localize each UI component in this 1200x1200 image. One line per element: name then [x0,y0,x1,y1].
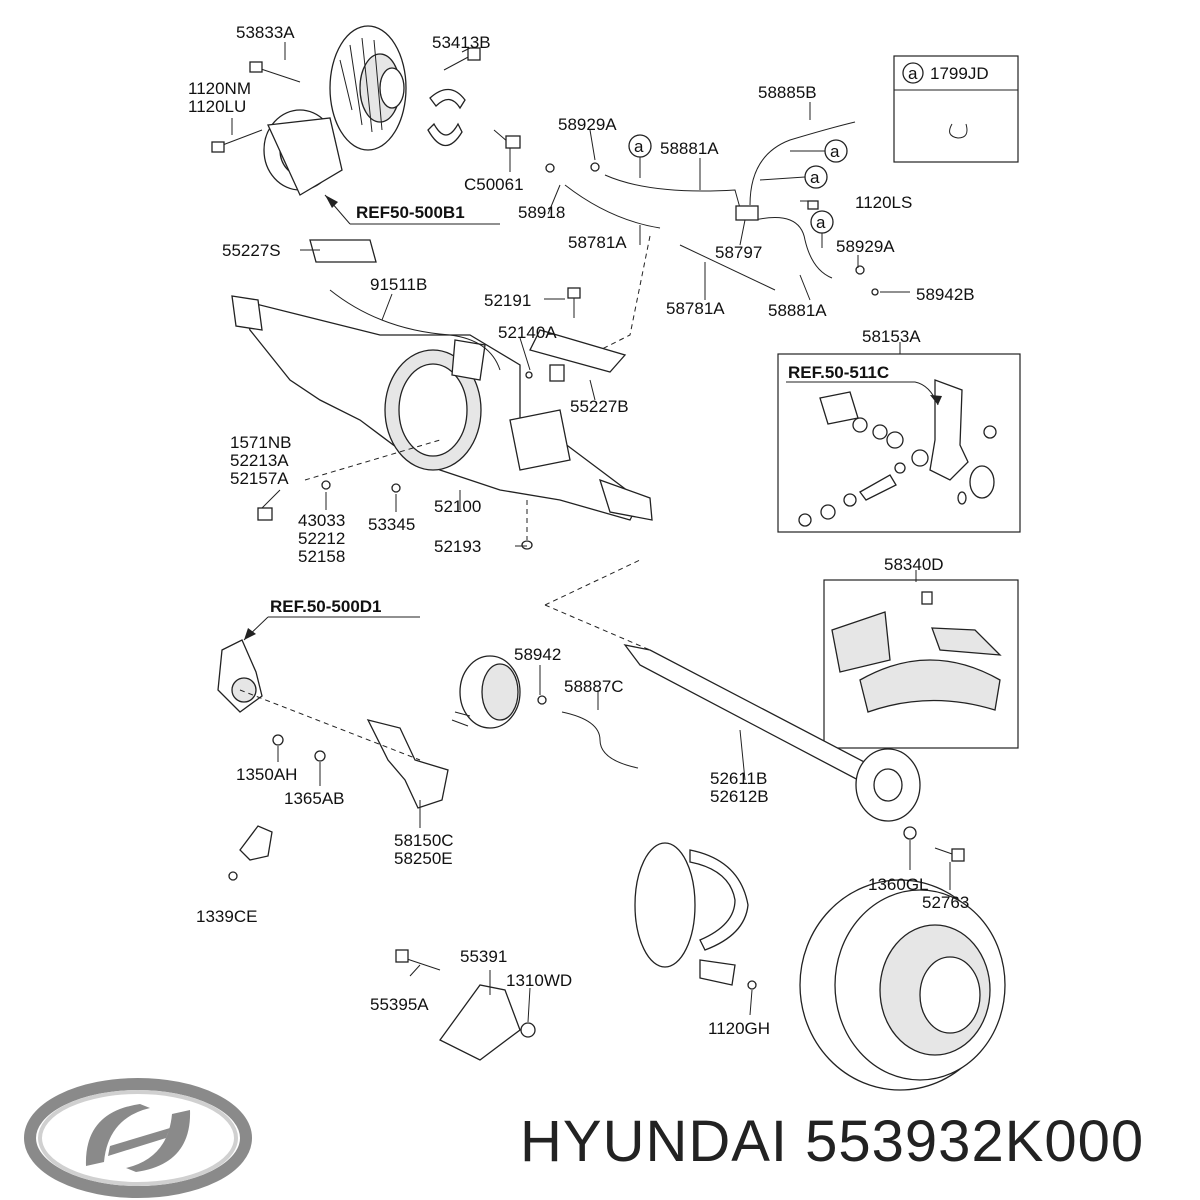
svg-text:a: a [816,213,826,232]
assembly-line-2 [304,439,441,481]
label-55395a: 55395A [370,995,429,1014]
label-58250e: 58250E [394,849,453,868]
ref-c511-arrow [786,381,942,406]
label-58885b: 58885B [758,83,817,102]
label-91511b: 91511B [370,275,427,294]
assembly-line-4 [239,689,421,761]
ref-50-500d1: REF.50-500D1 [270,597,382,616]
bolt-1120nm [211,129,263,153]
svg-text:a: a [810,168,820,187]
legend-code: 1799JD [930,64,989,83]
label-52212: 52212 [298,529,345,548]
label-58929a-top: 58929A [558,115,617,134]
bolt-53413b [443,47,481,71]
ref-50-511c: REF.50-511C [788,363,889,382]
clamp-drawing [427,88,466,147]
label-58340d: 58340D [884,555,944,574]
label-1120lu: 1120LU [188,97,246,116]
label-58781a-right: 58781A [666,299,725,318]
assembly-line-3 [544,559,651,651]
bearing-cap-drawing [263,109,343,196]
bolt-53833a [249,61,301,83]
knuckle-group-box [777,353,1021,533]
hyundai-logo-icon [24,1078,252,1198]
label-1571nb: 1571NB [230,433,291,452]
label-52213a: 52213A [230,451,289,470]
label-58929a-right: 58929A [836,237,895,256]
label-1365ab: 1365AB [284,789,345,808]
brand-name: HYUNDAI [520,1109,789,1174]
label-58153a: 58153A [862,327,921,346]
leader-lines [231,42,951,1023]
bracket-58150c [366,719,449,809]
label-55391: 55391 [460,947,507,966]
callout-a-3: a [804,165,828,189]
brake-shoe-box [823,579,1019,749]
ref-d1-arrow [243,616,420,641]
legend-box: a 1799JD [893,55,1019,163]
callout-a-2: a [824,139,848,163]
label-52100: 52100 [434,497,481,516]
label-58881a-bottom: 58881A [768,301,827,320]
label-43033: 43033 [298,511,345,530]
callout-a-1: a [628,134,652,158]
axle-housing-drawing [231,239,653,521]
label-58797: 58797 [715,243,762,262]
label-52611b: 52611B [710,769,767,788]
bolt-c50061 [493,129,521,149]
label-58918: 58918 [518,203,565,222]
svg-text:a: a [634,137,644,156]
clip-1339ce [228,825,273,881]
ref-50-500b1: REF50-500B1 [356,203,465,222]
hub-flange-drawing [329,25,407,151]
label-58150c: 58150C [394,831,454,850]
label-55227b: 55227B [570,397,629,416]
small-parts-housing [257,287,581,550]
label-53833a: 53833A [236,23,295,42]
label-1120ls: 1120LS [855,193,912,212]
slack-adjuster-drawing [217,639,326,762]
legend-symbol: a [908,64,918,83]
label-1339ce: 1339CE [196,907,257,926]
label-52193: 52193 [434,537,481,556]
label-1310wd: 1310WD [506,971,572,990]
label-58942b: 58942B [916,285,975,304]
label-53413b: 53413B [432,33,491,52]
assembly-line-1 [599,235,651,351]
label-1360gl: 1360GL [868,875,929,894]
label-c50061: C50061 [464,175,524,194]
hose-58887c [561,711,639,769]
callout-a-4: a [810,210,834,234]
bracket-55391 [395,949,536,1061]
brake-drum-drawing [799,879,1006,1091]
label-53345: 53345 [368,515,415,534]
label-58942: 58942 [514,645,561,664]
label-58781a-left: 58781A [568,233,627,252]
label-55227s: 55227S [222,241,281,260]
backing-plate-drawing [634,842,757,990]
label-1350ah: 1350AH [236,765,297,784]
label-58887c: 58887C [564,677,624,696]
footer-caption: HYUNDAI 553932K000 [520,1108,1200,1175]
label-58881a-top: 58881A [660,139,719,158]
label-52612b: 52612B [710,787,769,806]
part-number: 553932K000 [805,1109,1145,1174]
brake-chamber-drawing [451,655,547,729]
label-52157a: 52157A [230,469,289,488]
svg-text:a: a [830,142,840,161]
ref-b1-arrow [324,194,500,225]
label-1120nm: 1120NM [188,79,251,98]
axle-shaft-drawing [623,644,965,862]
label-52191: 52191 [484,291,531,310]
label-52158: 52158 [298,547,345,566]
label-52763: 52763 [922,893,969,912]
label-52140a: 52140A [498,323,557,342]
label-1120gh: 1120GH [708,1019,770,1038]
